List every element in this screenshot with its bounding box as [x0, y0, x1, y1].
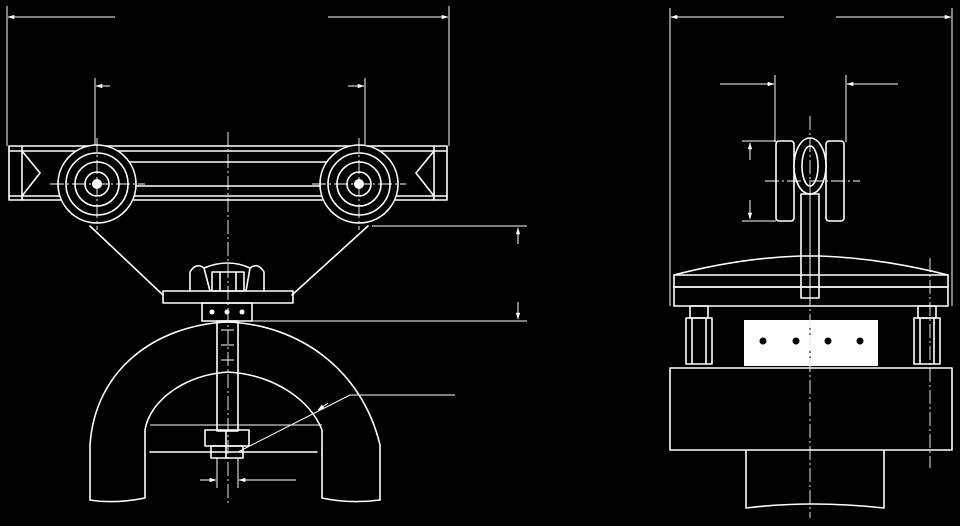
clamp-bar	[744, 320, 878, 366]
dimension-stem-width	[200, 458, 296, 488]
dimension-height	[250, 225, 527, 322]
dimension-wheel-spacing	[94, 78, 366, 148]
u-bracket	[89, 321, 381, 503]
spacer-left	[685, 305, 713, 365]
stem	[216, 320, 239, 432]
nut	[204, 429, 250, 459]
clamp-block	[201, 302, 253, 322]
front-view	[6, 6, 527, 505]
wheel-right	[312, 138, 406, 230]
post	[745, 449, 885, 509]
dimension-overall-width	[6, 6, 450, 146]
dimension-wheel-gauge	[720, 75, 898, 142]
spacer-right	[913, 305, 941, 365]
wheel-pair	[765, 137, 860, 222]
base-block	[669, 367, 953, 451]
side-view	[669, 8, 953, 518]
hanger-bracket	[89, 225, 369, 304]
dimension-side-width	[669, 8, 953, 306]
wheel-left	[50, 138, 145, 230]
radius-leader	[237, 394, 455, 453]
dimension-wheel-diameter	[742, 140, 776, 222]
